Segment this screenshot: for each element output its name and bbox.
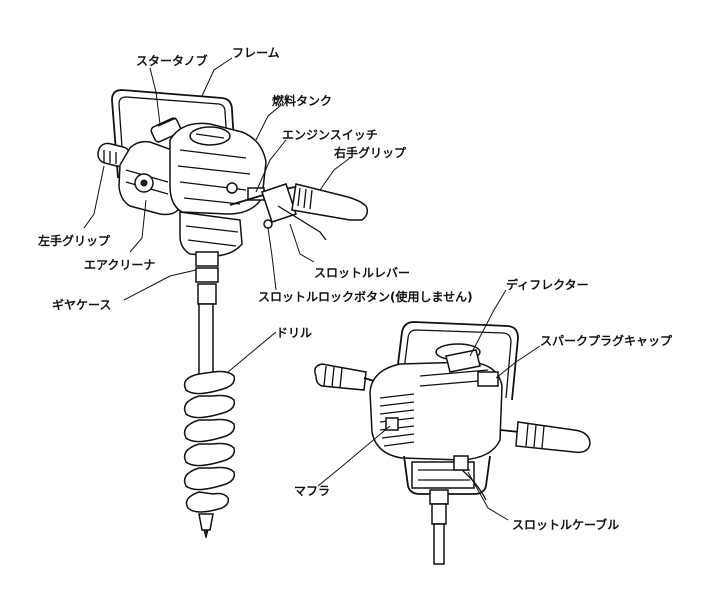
rear-gear-case xyxy=(411,455,475,565)
label-deflector: ディフレクター xyxy=(506,278,589,292)
throttle-assembly xyxy=(229,183,327,241)
throttle-cable xyxy=(461,469,487,501)
spark-plug-cap xyxy=(477,371,499,387)
gear-case xyxy=(179,211,243,305)
air-cleaner xyxy=(118,140,179,216)
label-spark-plug-cap: スパークプラグキャップ xyxy=(540,334,673,348)
right-grip xyxy=(291,183,369,221)
rear-left-grip xyxy=(314,363,385,391)
starter-knob xyxy=(150,117,182,143)
label-throttle-lock-button: スロットルロックボタン(使用しません) xyxy=(258,290,473,304)
rear-engine-cover xyxy=(369,343,503,461)
label-left-grip: 左手グリップ xyxy=(38,234,111,248)
label-throttle-lever: スロットルレバー xyxy=(314,266,411,280)
label-starter-knob: スタータノブ xyxy=(136,54,208,68)
label-gear-case: ギヤケース xyxy=(52,298,112,312)
label-frame: フレーム xyxy=(232,46,280,60)
label-muffler: マフラ xyxy=(294,484,331,498)
label-throttle-cable: スロットルケーブル xyxy=(512,518,620,532)
engine-body xyxy=(169,122,267,215)
drill xyxy=(183,303,236,539)
deflector xyxy=(445,349,481,373)
label-right-grip: 右手グリップ xyxy=(334,146,407,160)
label-engine-switch: エンジンスイッチ xyxy=(282,128,378,142)
auger-unit-rear-view xyxy=(314,289,591,565)
label-air-cleaner: エアクリーナ xyxy=(84,258,156,272)
auger-unit-front-view xyxy=(83,57,369,539)
label-drill: ドリル xyxy=(276,326,313,340)
label-fuel-tank: 燃料タンク xyxy=(272,94,333,108)
rear-right-grip xyxy=(499,421,591,454)
